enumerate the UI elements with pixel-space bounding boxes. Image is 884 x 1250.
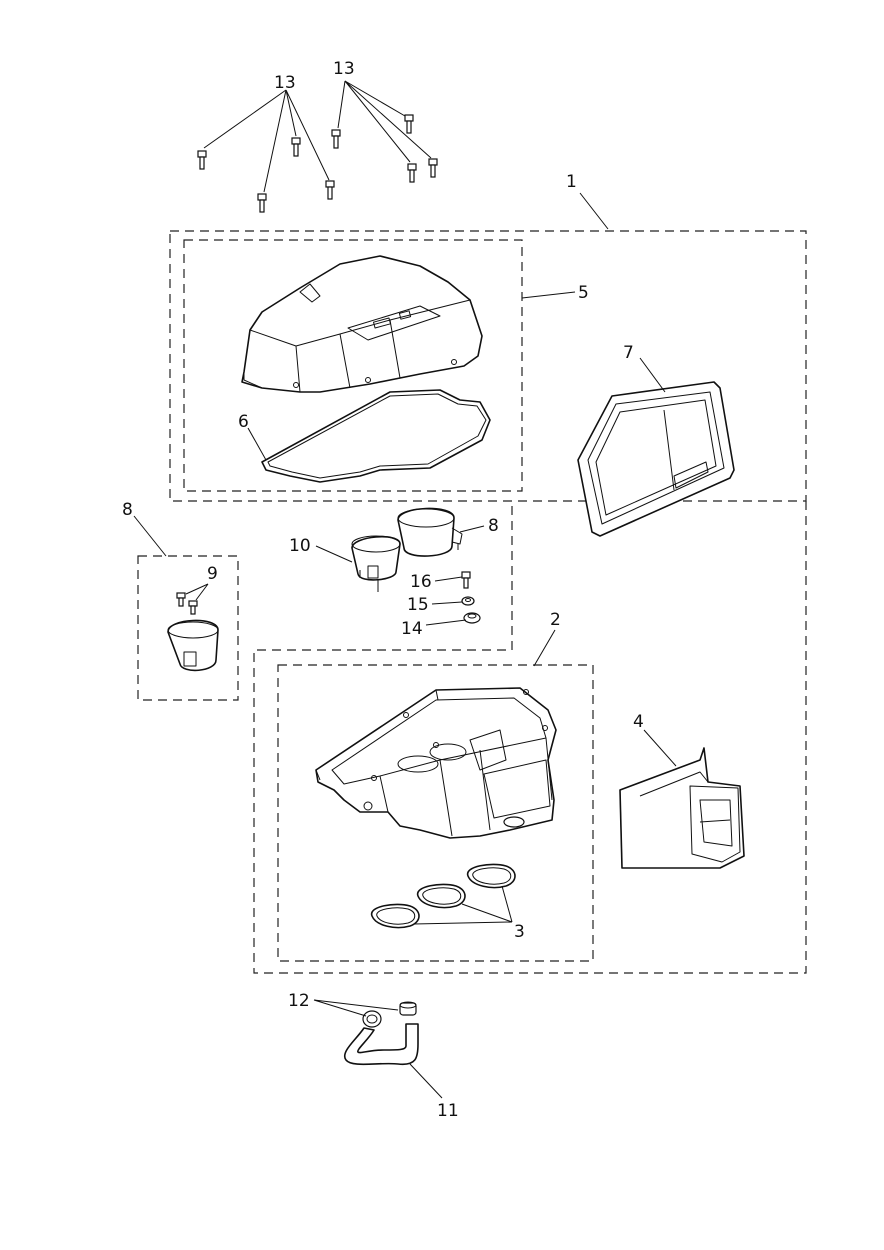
label-1: 1: [566, 172, 577, 192]
label-8-right: 8: [488, 516, 499, 536]
label-11: 11: [437, 1101, 459, 1121]
leaders-13: [203, 80, 432, 193]
label-14: 14: [401, 619, 423, 639]
gasket-part-6: [261, 389, 491, 483]
label-5: 5: [578, 283, 589, 303]
grommet-part-14: [463, 612, 481, 624]
label-9: 9: [207, 564, 218, 584]
group-box-1: [169, 230, 807, 502]
screws-13-right: [331, 114, 438, 183]
group-box-1-extension: [253, 501, 807, 974]
group-box-5: [183, 239, 523, 492]
group-box-2: [277, 664, 594, 962]
label-4: 4: [633, 712, 644, 732]
seals-part-3: [371, 863, 516, 929]
label-15: 15: [407, 595, 429, 615]
intake-duct-part-4: [619, 747, 745, 869]
intake-trumpet-part-8-left: [167, 619, 219, 672]
screws-part-9: [176, 592, 198, 615]
label-13-right: 13: [333, 59, 355, 79]
airbox-housing-part-2: [315, 687, 557, 839]
screws-13-left: [197, 137, 335, 213]
intake-trumpet-part-10: [351, 535, 401, 592]
bolt-part-16: [461, 571, 471, 589]
part-labels: 13 13 1 5 7 6 8 8 10 9 16 15 14 2 4 3 12…: [122, 59, 644, 1121]
label-10: 10: [289, 536, 311, 556]
label-13-left: 13: [274, 73, 296, 93]
airbox-cover-part-5: [241, 255, 483, 393]
label-16: 16: [410, 572, 432, 592]
group-box-8: [137, 555, 239, 701]
label-6: 6: [238, 412, 249, 432]
label-12: 12: [288, 991, 310, 1011]
leader-lines: [133, 192, 677, 1099]
label-7: 7: [623, 343, 634, 363]
breather-hose-part-11: [343, 1023, 419, 1066]
hose-clamps-part-12: [362, 1001, 417, 1028]
washer-part-15: [461, 596, 475, 606]
intake-trumpet-part-8: [397, 507, 463, 557]
label-8-left: 8: [122, 500, 133, 520]
air-filter-part-7: [577, 381, 735, 537]
label-3: 3: [514, 922, 525, 942]
label-2: 2: [550, 610, 561, 630]
